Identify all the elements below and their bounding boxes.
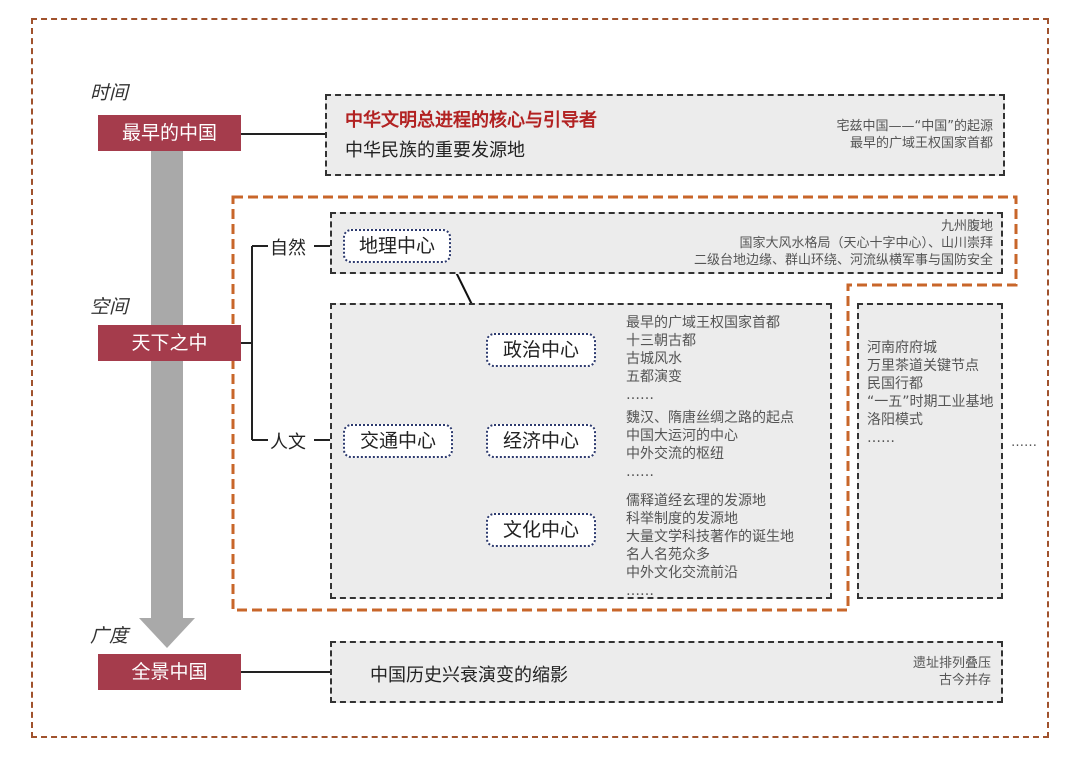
political-note: 五都演变 [626,369,682,385]
right-note: 万里茶道关键节点 [867,358,979,374]
axis-label-space: 空间 [90,296,129,318]
node-cultural-center: 文化中心 [486,513,596,547]
box-panorama-china: 全景中国 [98,654,241,690]
right-notes: 河南府府城 万里茶道关键节点 民国行都 “一五”时期工业基地 洛阳模式 …… [867,339,994,447]
timeline-arrow-head [139,618,195,648]
economic-note: 中外交流的枢纽 [626,446,724,462]
economic-note: …… [626,464,654,480]
geo-notes: 九州腹地 国家大风水格局（天心十字中心）、山川崇拜 二级台地边缘、群山环绕、河流… [694,218,993,269]
cultural-note: 大量文学科技著作的诞生地 [626,529,794,545]
node-geography-center: 地理中心 [343,229,451,263]
political-note: 十三朝古都 [626,333,696,349]
geo-note: 二级台地边缘、群山环绕、河流纵横军事与国防安全 [693,253,993,268]
cultural-note: 名人名苑众多 [626,547,710,563]
economic-note: 魏汉、隋唐丝绸之路的起点 [626,410,794,426]
cultural-notes: 儒释道经玄理的发源地 科举制度的发源地 大量文学科技著作的诞生地 名人名苑众多 … [626,492,794,600]
right-note: …… [867,430,895,446]
bottom-info-box: 中国历史兴衰演变的缩影 遗址排列叠压 古今并存 [330,641,1003,703]
economic-notes: 魏汉、隋唐丝绸之路的起点 中国大运河的中心 中外交流的枢纽 …… [626,409,794,481]
geo-note: 九州腹地 [940,219,993,234]
box-earliest-china: 最早的中国 [98,115,241,151]
political-note: …… [626,387,654,403]
economic-note: 中国大运河的中心 [626,428,738,444]
top-note: 最早的广域王权国家首都 [849,136,993,151]
cultural-note: …… [626,583,654,599]
political-note: 古城风水 [626,351,682,367]
node-political-center: 政治中心 [486,333,596,367]
orange-frame [231,195,1018,612]
branch-nature: 自然 [270,238,306,259]
right-note: 民国行都 [867,376,923,392]
bottom-note: 古今并存 [938,673,991,688]
cultural-note: 儒释道经玄理的发源地 [626,493,766,509]
bottom-note: 遗址排列叠压 [912,656,991,671]
top-info-box: 中华文明总进程的核心与引导者 中华民族的重要发源地 宅兹中国——“中国”的起源 … [325,94,1005,176]
political-notes: 最早的广域王权国家首都 十三朝古都 古城风水 五都演变 …… [626,314,780,404]
right-note: 河南府府城 [867,340,937,356]
top-note: 宅兹中国——“中国”的起源 [836,119,993,134]
timeline-arrow-shaft [151,150,183,620]
top-subline: 中华民族的重要发源地 [345,140,525,161]
box-center-of-world: 天下之中 [98,325,241,361]
axis-label-breadth: 广度 [90,625,129,647]
political-note: 最早的广域王权国家首都 [626,315,780,331]
cultural-note: 科举制度的发源地 [626,511,738,527]
node-economic-center: 经济中心 [486,424,596,458]
branch-humanity: 人文 [270,432,306,453]
right-ellipsis: …… [1011,435,1037,450]
top-notes: 宅兹中国——“中国”的起源 最早的广域王权国家首都 [837,118,993,152]
bottom-headline: 中国历史兴衰演变的缩影 [370,665,568,686]
outer-frame [31,18,1049,738]
cultural-note: 中外文化交流前沿 [626,565,738,581]
right-note: “一五”时期工业基地 [867,394,994,410]
right-info-box: 河南府府城 万里茶道关键节点 民国行都 “一五”时期工业基地 洛阳模式 …… [857,303,1003,599]
node-transport-center: 交通中心 [343,424,453,458]
top-headline: 中华文明总进程的核心与引导者 [345,110,597,131]
axis-label-time: 时间 [90,82,129,104]
geo-note: 国家大风水格局（天心十字中心）、山川崇拜 [739,236,993,251]
bottom-notes: 遗址排列叠压 古今并存 [913,655,991,689]
right-note: 洛阳模式 [867,412,923,428]
